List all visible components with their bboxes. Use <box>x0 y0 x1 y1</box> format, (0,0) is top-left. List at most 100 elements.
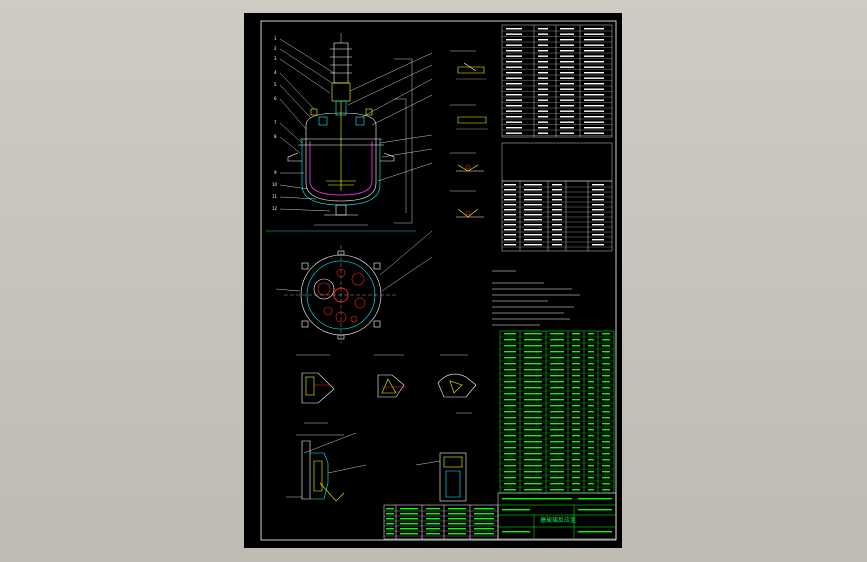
table-cell-text <box>588 489 594 491</box>
table-cell-text <box>550 429 564 431</box>
table-cell-text <box>524 387 542 389</box>
table-cell-text <box>560 55 574 57</box>
table-cell-text <box>386 513 394 515</box>
table-cell-text <box>524 447 542 449</box>
table-cell-text <box>386 523 394 525</box>
table-cell-text <box>588 375 594 377</box>
table-cell-text <box>584 39 604 41</box>
table-cell-text <box>588 429 594 431</box>
table-cell-text <box>572 351 580 353</box>
table-cell-text <box>524 369 542 371</box>
drawing-title: 搪玻璃反应釜 <box>540 517 577 524</box>
table-cell-text <box>588 441 594 443</box>
table-cell-text <box>572 357 580 359</box>
table-cell-text <box>552 214 562 216</box>
table-cell-text <box>550 447 564 449</box>
table-cell-text <box>400 523 418 525</box>
table-cell-text <box>538 121 548 123</box>
table-cell-text <box>572 405 580 407</box>
table-cell-text <box>504 447 516 449</box>
table-cell-text <box>584 61 604 63</box>
table-cell-text <box>572 333 580 335</box>
table-cell-text <box>506 61 522 63</box>
table-cell-text <box>504 239 516 241</box>
table-cell-text <box>602 453 610 455</box>
table-cell-text <box>560 66 574 68</box>
title-block[interactable] <box>383 492 617 540</box>
table-cell-text <box>524 357 542 359</box>
table-cell-text <box>474 518 494 520</box>
parts-list-table[interactable] <box>499 330 615 494</box>
table-cell-text <box>506 132 522 134</box>
table-cell-text <box>560 105 574 107</box>
table-cell-text <box>588 381 594 383</box>
table-cell-text <box>524 184 542 186</box>
table-cell-text <box>506 99 522 101</box>
table-cell-text <box>504 417 516 419</box>
table-cell-text <box>504 339 516 341</box>
table-cell-text <box>448 523 466 525</box>
table-cell-text <box>474 528 494 530</box>
table-cell-text <box>386 528 394 530</box>
table-cell-text <box>584 28 604 30</box>
table-cell-text <box>504 435 516 437</box>
table-cell-text <box>572 477 580 479</box>
table-cell-text <box>448 508 466 510</box>
table-cell-text <box>584 72 604 74</box>
table-cell-text <box>538 88 548 90</box>
table-cell-text <box>602 441 610 443</box>
table-cell-text <box>524 489 542 491</box>
table-cell-text <box>506 88 522 90</box>
table-cell-text <box>552 189 562 191</box>
top-view-icon[interactable] <box>275 230 433 343</box>
table-cell-text <box>588 483 594 485</box>
drawing-border <box>260 20 617 541</box>
table-cell-text <box>538 44 548 46</box>
table-cell-text <box>524 435 542 437</box>
table-cell-text <box>426 523 440 525</box>
table-cell-text <box>386 508 394 510</box>
design-data-table[interactable] <box>501 24 613 252</box>
table-cell-text <box>572 369 580 371</box>
table-cell-text <box>552 209 562 211</box>
table-cell-text <box>524 234 542 236</box>
table-cell-text <box>506 121 522 123</box>
table-cell-text <box>524 339 542 341</box>
table-cell-text <box>550 471 564 473</box>
table-cell-text <box>602 357 610 359</box>
table-cell-text <box>572 339 580 341</box>
table-cell-text <box>504 357 516 359</box>
table-cell-text <box>538 83 548 85</box>
table-cell-text <box>504 423 516 425</box>
table-cell-text <box>550 381 564 383</box>
table-cell-text <box>550 399 564 401</box>
table-cell-text <box>506 50 522 52</box>
table-cell-text <box>400 528 418 530</box>
table-cell-text <box>572 459 580 461</box>
table-cell-text <box>386 518 394 520</box>
svg-text:11: 11 <box>272 194 278 199</box>
table-cell-text <box>524 465 542 467</box>
table-cell-text <box>584 116 604 118</box>
table-cell-text <box>572 363 580 365</box>
table-cell-text <box>550 369 564 371</box>
table-cell-text <box>506 66 522 68</box>
detail-views[interactable] <box>286 354 477 502</box>
table-cell-text <box>524 224 542 226</box>
table-cell-text <box>506 55 522 57</box>
table-cell-text <box>538 50 548 52</box>
table-cell-text <box>506 44 522 46</box>
table-cell-text <box>538 132 548 134</box>
table-cell-text <box>572 375 580 377</box>
table-cell-text <box>588 333 594 335</box>
table-cell-text <box>504 459 516 461</box>
table-cell-text <box>592 244 604 246</box>
table-cell-text <box>504 471 516 473</box>
table-cell-text <box>504 465 516 467</box>
table-cell-text <box>602 447 610 449</box>
table-cell-text <box>602 381 610 383</box>
